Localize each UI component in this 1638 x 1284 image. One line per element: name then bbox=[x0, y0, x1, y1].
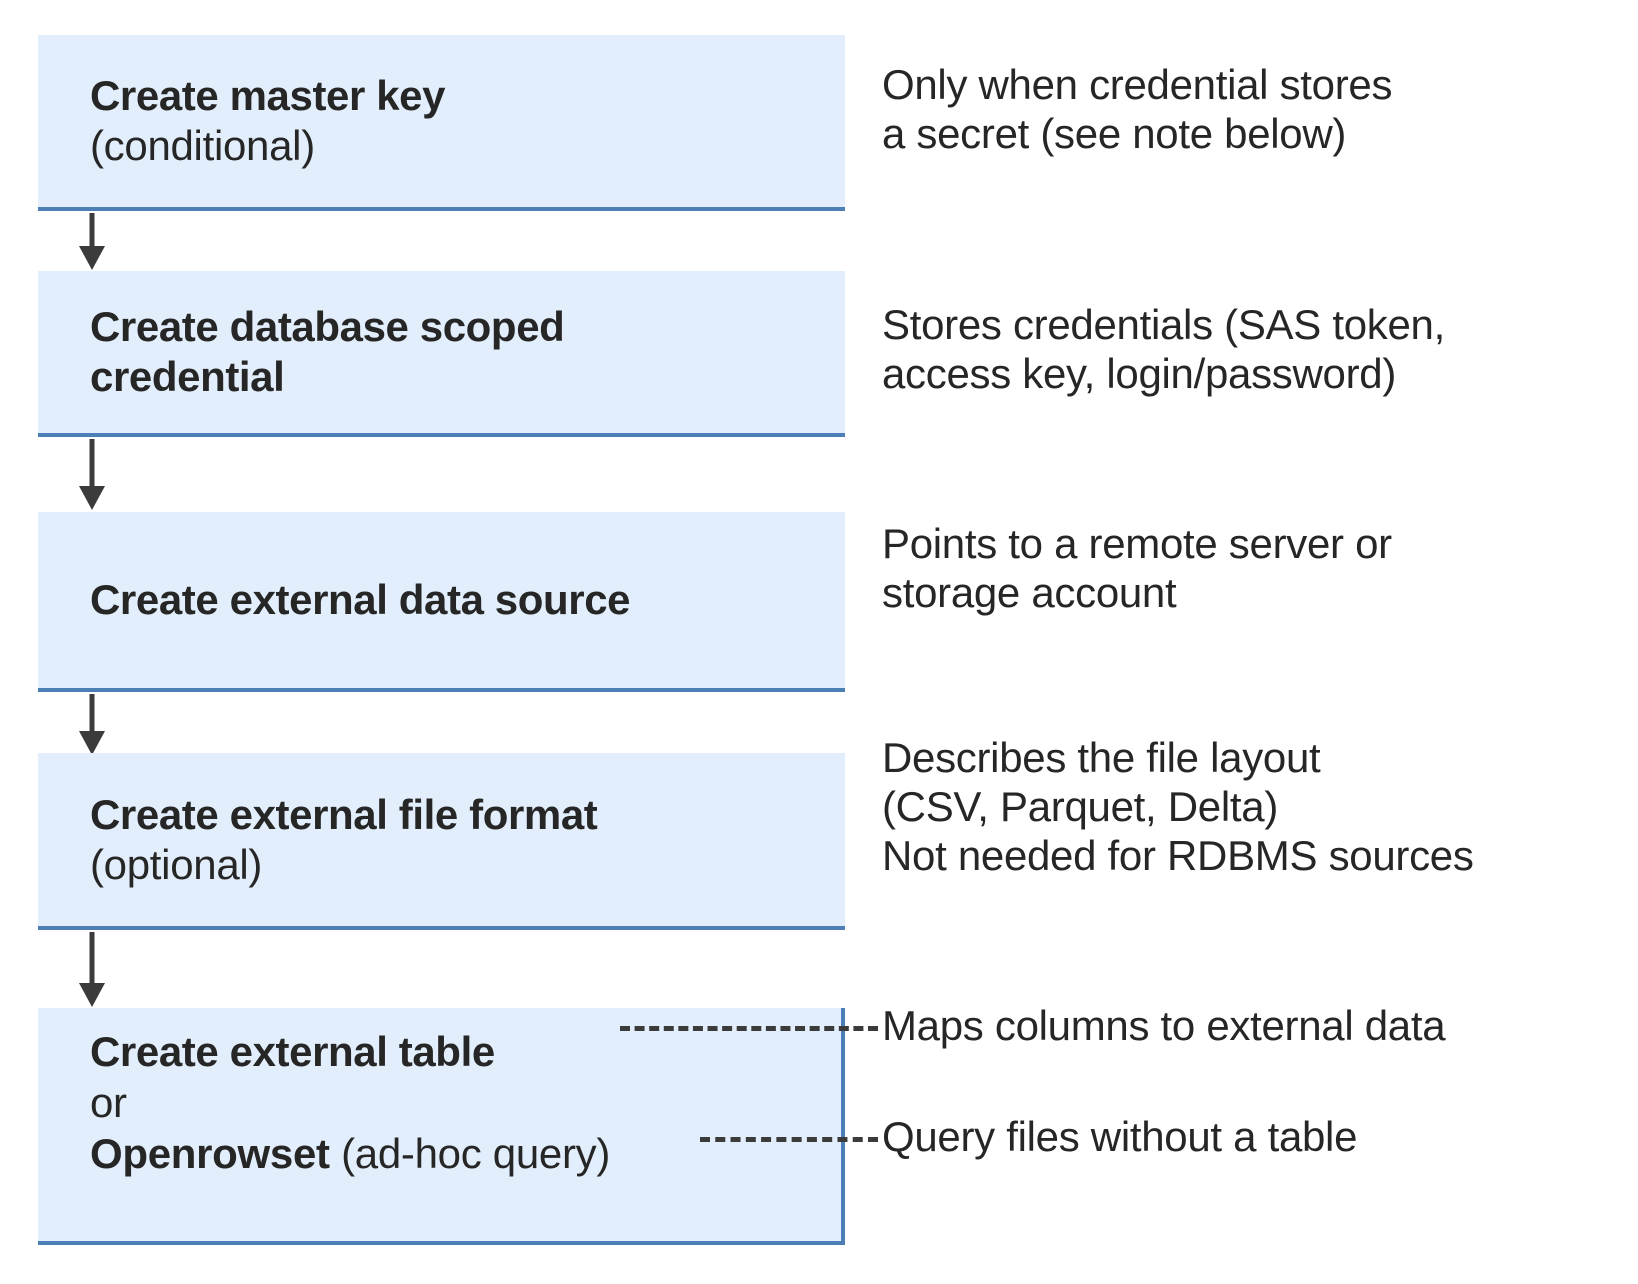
arrow-down-icon-4 bbox=[76, 932, 108, 1008]
step-title-openrowset-suffix: (ad-hoc query) bbox=[329, 1130, 611, 1178]
step-title-create-database-scoped-credential: Create database scoped credential bbox=[90, 303, 565, 400]
step-box-create-external-table-or-openrowset[interactable]: Create external table or Openrowset (ad-… bbox=[38, 1008, 845, 1245]
step-title-create-external-file-format: Create external file format bbox=[90, 790, 598, 838]
step-box-create-master-key[interactable]: Create master key (conditional) bbox=[38, 35, 845, 211]
note-create-external-file-format: Describes the file layout (CSV, Parquet,… bbox=[882, 734, 1474, 880]
note-openrowset: Query files without a table bbox=[882, 1113, 1358, 1160]
step-title-create-master-key: Create master key bbox=[90, 72, 446, 120]
note-create-external-table: Maps columns to external data bbox=[882, 1002, 1446, 1049]
arrow-down-icon-3 bbox=[76, 694, 108, 756]
dashed-connector-external-table bbox=[620, 1026, 878, 1031]
step-subtitle-create-external-file-format: (optional) bbox=[90, 840, 263, 888]
dashed-connector-openrowset bbox=[700, 1137, 878, 1142]
step-subtitle-create-master-key: (conditional) bbox=[90, 122, 315, 169]
step-box-create-external-data-source[interactable]: Create external data source bbox=[38, 512, 845, 692]
note-create-external-data-source: Points to a remote server or storage acc… bbox=[882, 520, 1392, 617]
step-box-create-database-scoped-credential[interactable]: Create database scoped credential bbox=[38, 271, 845, 437]
note-create-database-scoped-credential: Stores credentials (SAS token, access ke… bbox=[882, 301, 1445, 398]
note-create-master-key: Only when credential stores a secret (se… bbox=[882, 61, 1393, 158]
step-title-openrowset-line: Openrowset (ad-hoc query) bbox=[38, 1128, 841, 1179]
arrow-down-icon-1 bbox=[76, 213, 108, 271]
arrow-down-icon-2 bbox=[76, 439, 108, 511]
step-title-create-external-data-source: Create external data source bbox=[90, 576, 631, 624]
step-separator-or: or bbox=[90, 1079, 127, 1127]
step-title-openrowset: Openrowset bbox=[90, 1130, 330, 1178]
step-box-create-external-file-format[interactable]: Create external file format (optional) bbox=[38, 753, 845, 930]
step-title-create-external-table: Create external table bbox=[90, 1028, 495, 1075]
